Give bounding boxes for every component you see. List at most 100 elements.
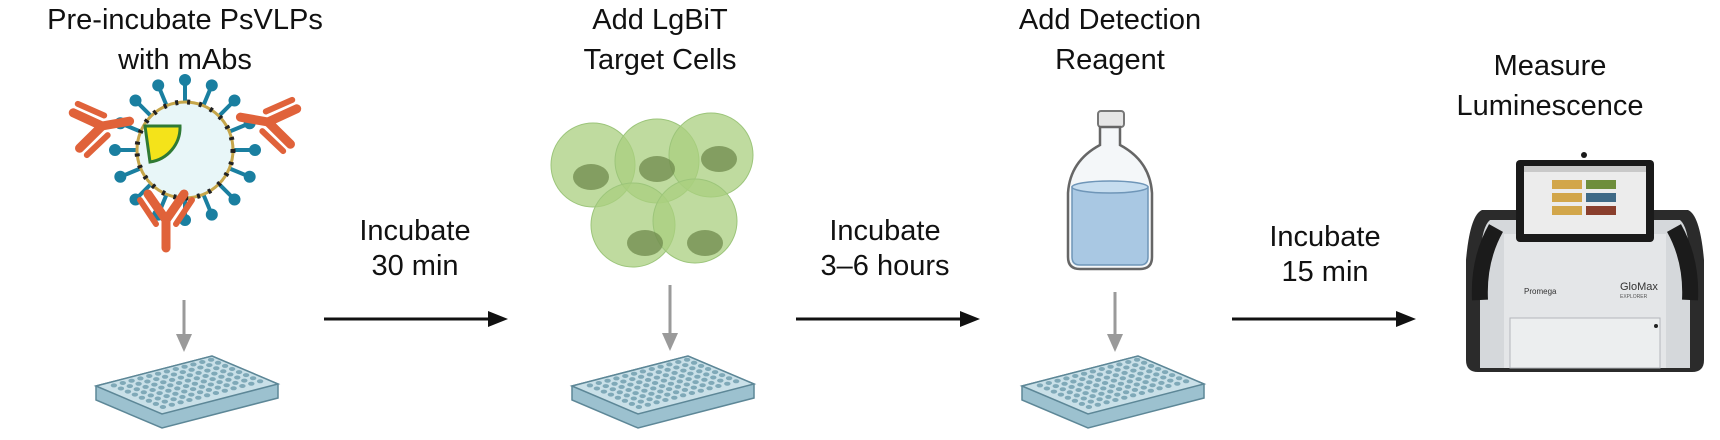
plate-well xyxy=(1096,372,1104,377)
plate-well xyxy=(708,380,715,385)
plate-well xyxy=(618,384,625,389)
plate-well xyxy=(1052,384,1059,389)
plate-well xyxy=(678,374,685,378)
plate-well xyxy=(1093,383,1100,388)
plate-well xyxy=(607,392,615,397)
plate-well xyxy=(637,399,644,404)
plate-well xyxy=(629,377,636,382)
plate-well xyxy=(669,376,676,381)
step2-title: Add LgBiT Target Cells xyxy=(510,0,810,80)
plate-well xyxy=(651,381,659,385)
plate-well xyxy=(1168,373,1176,378)
plate-well xyxy=(1094,402,1101,407)
plate-well xyxy=(616,390,623,395)
down-arrow-1 xyxy=(176,300,192,352)
plate-well xyxy=(153,377,160,382)
plate-well xyxy=(683,382,690,387)
plate-well xyxy=(220,369,227,374)
step1-title-line2: with mAbs xyxy=(118,44,252,76)
plate-well xyxy=(1063,376,1070,381)
plate-well xyxy=(1160,375,1167,380)
step3-title-line2: Reagent xyxy=(1055,44,1165,76)
plate-well xyxy=(630,396,637,401)
plate-well xyxy=(228,367,236,371)
plate-well xyxy=(145,398,153,403)
plate-well xyxy=(1059,387,1066,392)
plate-well xyxy=(1061,381,1068,386)
plate-well xyxy=(1112,398,1119,402)
plate-well xyxy=(142,384,149,389)
step3-title: Add Detection Reagent xyxy=(960,0,1260,80)
plate-well xyxy=(688,391,696,395)
process-arrow-2 xyxy=(796,311,980,327)
step4-title: Measure Luminescence xyxy=(1410,46,1690,126)
plate-well xyxy=(128,378,135,383)
plate-well xyxy=(204,368,211,373)
plate-well xyxy=(149,388,156,392)
plate-well xyxy=(646,397,653,402)
plate-well xyxy=(1121,370,1128,375)
plate-well xyxy=(221,363,229,368)
plate-well xyxy=(1147,388,1154,393)
plate-well xyxy=(718,373,726,378)
microplate-3 xyxy=(1019,355,1207,429)
plate-well xyxy=(690,385,697,390)
plate-well xyxy=(151,382,158,387)
plate-well xyxy=(241,378,248,383)
step1-title-line1: Pre-incubate PsVLPs xyxy=(47,4,323,36)
instrument-model: GloMax xyxy=(1620,281,1658,293)
plate-well xyxy=(1146,369,1153,374)
step2-title-line2: Target Cells xyxy=(583,44,737,76)
plate-well xyxy=(1140,385,1147,390)
plate-well xyxy=(639,369,647,374)
plate-well xyxy=(188,367,195,372)
plate-well xyxy=(190,362,197,367)
plate-well xyxy=(206,363,213,368)
plate-well xyxy=(1114,392,1121,397)
plate-well xyxy=(1132,363,1139,368)
plate-well xyxy=(682,363,689,368)
plate-well xyxy=(168,377,176,382)
plate-well xyxy=(124,389,132,394)
plate-well xyxy=(671,395,678,400)
plate-well xyxy=(664,367,671,372)
plate-well xyxy=(1144,374,1151,379)
plate-well xyxy=(1153,372,1160,377)
plate-well xyxy=(212,391,220,395)
plate-well xyxy=(156,391,163,396)
plate-well xyxy=(163,394,170,399)
plate-well xyxy=(174,386,181,391)
plate-well xyxy=(1086,380,1093,385)
plate-well xyxy=(595,381,602,385)
plate-well xyxy=(1080,371,1088,376)
plate-well xyxy=(225,377,232,382)
plate-well xyxy=(214,360,222,365)
plate-well xyxy=(197,365,204,370)
plate-well xyxy=(1119,376,1126,381)
plate-well xyxy=(119,381,126,385)
plate-well xyxy=(1167,378,1174,383)
plate-well xyxy=(1105,394,1112,399)
plate-well xyxy=(1108,384,1116,389)
plate-well xyxy=(701,377,708,382)
plate-well xyxy=(172,391,179,396)
glomax-instrument: Promega GloMax EXPLORER xyxy=(1466,152,1704,372)
plate-well xyxy=(1085,405,1093,409)
plate-well xyxy=(635,405,643,409)
plate-well xyxy=(202,374,209,378)
plate-well xyxy=(165,388,172,393)
spike-head xyxy=(179,74,191,86)
plate-well xyxy=(706,386,713,391)
plate-well xyxy=(1084,385,1091,390)
plate-well xyxy=(1147,363,1155,368)
plate-well xyxy=(137,376,144,381)
plate-well xyxy=(1073,393,1080,398)
plate-well xyxy=(200,379,207,384)
plate-well xyxy=(186,373,193,378)
plate-well xyxy=(1125,360,1132,364)
plate-well xyxy=(1103,400,1110,405)
plate-well xyxy=(613,376,620,381)
plate-well xyxy=(160,380,167,385)
plate-well xyxy=(1043,386,1051,391)
plate-well xyxy=(159,405,167,409)
